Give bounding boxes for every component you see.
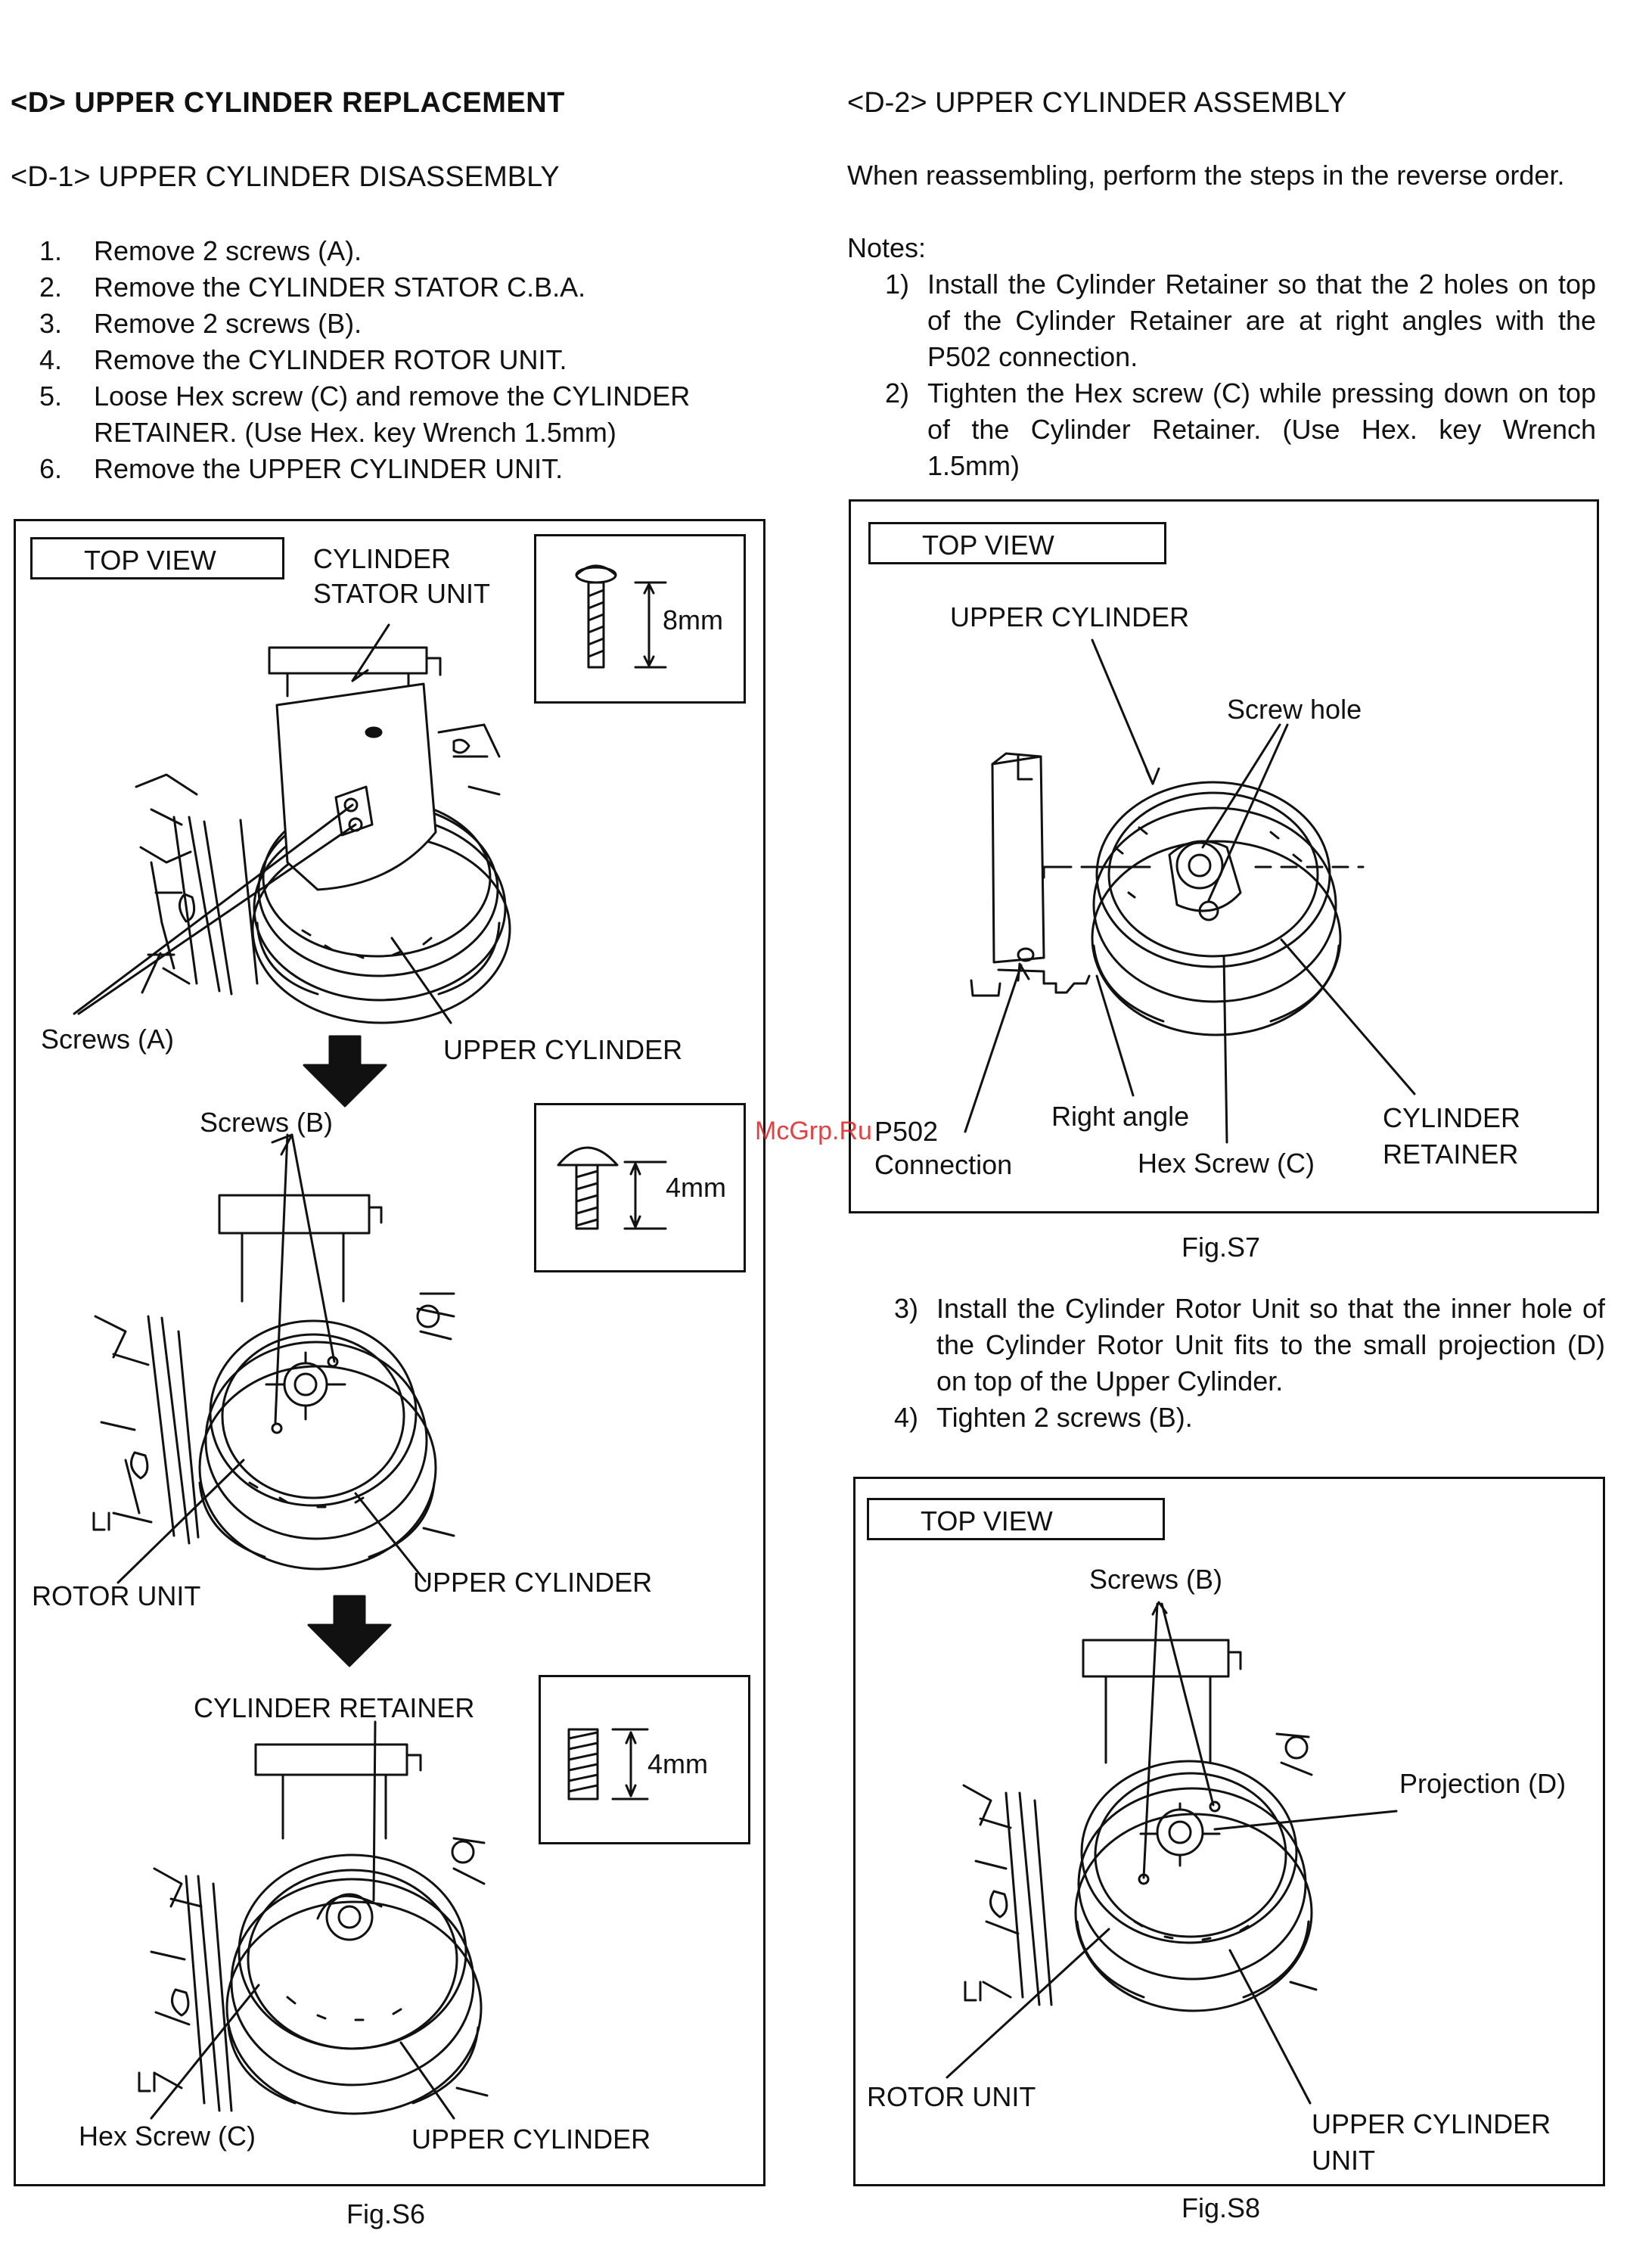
hex-screw-label: Hex Screw (C) (1138, 1148, 1315, 1179)
figure-s8-caption: Fig.S8 (1182, 2192, 1261, 2223)
note-item: 4)Tighten 2 screws (B). (894, 1402, 1193, 1433)
step-item: 1.Remove 2 screws (A). (39, 235, 362, 266)
hex-screw-label: Hex Screw (C) (79, 2121, 256, 2152)
note-item: 2)Tighten the Hex screw (C) while pressi… (885, 378, 1596, 481)
top-view-label: TOP VIEW (868, 522, 1166, 564)
screw-b-drawing (557, 1146, 667, 1230)
right-angle-label: Right angle (1051, 1101, 1190, 1132)
screw-b-size: 4mm (666, 1172, 726, 1203)
note-item: 3)Install the Cylinder Rotor Unit so tha… (894, 1293, 1605, 1397)
step-item: 4.Remove the CYLINDER ROTOR UNIT. (39, 344, 567, 375)
notes-label: Notes: (847, 232, 927, 263)
screw-a-drawing (575, 564, 667, 669)
screw-c-drawing (567, 1728, 649, 1801)
screws-b-label: Screws (B) (200, 1107, 334, 1138)
subsection-title-disassembly: <D-1> UPPER CYLINDER DISASSEMBLY (11, 161, 560, 193)
step-item: 3.Remove 2 screws (B). (39, 308, 362, 339)
figure-s6-caption: Fig.S6 (346, 2198, 426, 2229)
assembly-notes-continued: 3)Install the Cylinder Rotor Unit so tha… (856, 1291, 1605, 1436)
screw-a-size: 8mm (663, 604, 723, 635)
screw-b-inset (534, 1103, 746, 1272)
upper-cylinder-label-1: UPPER CYLINDER (443, 1034, 683, 1065)
s8-drawing (946, 1601, 1398, 2105)
upper-cylinder-label-2: UPPER CYLINDER (413, 1567, 653, 1598)
p502-connection-label: P502 Connection (874, 1116, 1013, 1180)
stator-unit-label: CYLINDER STATOR UNIT (313, 543, 490, 609)
s6-stage2-drawing (92, 1133, 455, 1584)
screw-hole-label: Screw hole (1227, 694, 1362, 725)
top-view-label: TOP VIEW (867, 1498, 1165, 1540)
subsection-title-assembly: <D-2> UPPER CYLINDER ASSEMBLY (847, 87, 1347, 119)
assembly-notes: 1)Install the Cylinder Retainer so that … (847, 266, 1596, 484)
s6-stage3-drawing (138, 1720, 489, 2120)
figure-s8-frame (853, 1477, 1605, 2186)
screw-a-inset (534, 534, 746, 704)
s7-drawing (964, 638, 1416, 1144)
note-item: 1)Install the Cylinder Retainer so that … (885, 269, 1596, 372)
step-item: 2.Remove the CYLINDER STATOR C.B.A. (39, 272, 586, 303)
upper-cylinder-label: UPPER CYLINDER (950, 601, 1190, 632)
watermark: McGrp.Ru (755, 1117, 872, 1145)
step-item: 5.Loose Hex screw (C) and remove the CYL… (39, 381, 691, 448)
down-arrow-1 (303, 1035, 387, 1108)
s6-stage1-drawing (73, 623, 511, 1024)
screw-c-inset (539, 1675, 750, 1844)
figure-s7-frame (849, 499, 1599, 1213)
step-item: 6.Remove the UPPER CYLINDER UNIT. (39, 453, 564, 484)
figure-s7-caption: Fig.S7 (1182, 1232, 1261, 1263)
cylinder-retainer-label: CYLINDER RETAINER (194, 1692, 475, 1723)
upper-cylinder-unit-label: UPPER CYLINDER UNIT (1312, 2108, 1551, 2176)
rotor-unit-label: ROTOR UNIT (32, 1580, 201, 1611)
upper-cylinder-label-3: UPPER CYLINDER (411, 2124, 651, 2155)
cylinder-retainer-label: CYLINDER RETAINER (1383, 1102, 1521, 1170)
down-arrow-2 (307, 1595, 392, 1667)
projection-d-label: Projection (D) (1399, 1768, 1567, 1799)
screw-c-size: 4mm (647, 1748, 708, 1779)
assembly-intro: When reassembling, perform the steps in … (847, 160, 1565, 191)
screws-b-label: Screws (B) (1089, 1564, 1223, 1595)
rotor-unit-label: ROTOR UNIT (867, 2081, 1036, 2112)
figure-s6-frame (14, 519, 765, 2186)
disassembly-steps: 1.Remove 2 screws (A). 2.Remove the CYLI… (11, 233, 767, 487)
screws-a-label: Screws (A) (41, 1024, 175, 1055)
section-title: <D> UPPER CYLINDER REPLACEMENT (11, 87, 565, 119)
top-view-label: TOP VIEW (30, 537, 284, 579)
